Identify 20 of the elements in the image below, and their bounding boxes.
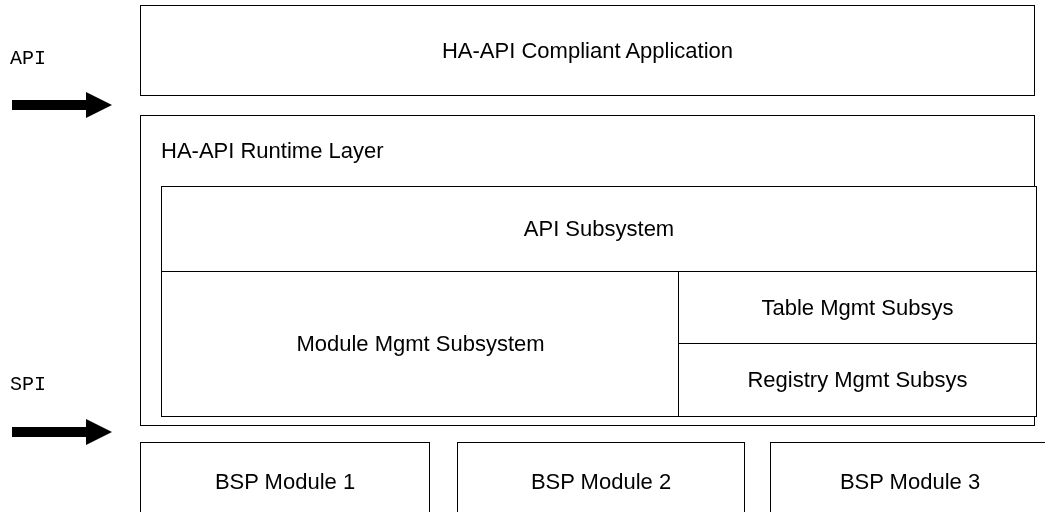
layer-box [770, 442, 1045, 512]
box-label: Registry Mgmt Subsys [747, 367, 968, 393]
box-label: HA-API Compliant Application [442, 37, 733, 64]
layer-box [678, 271, 1037, 345]
box-label: BSP Module 2 [530, 469, 672, 495]
layer-box [161, 271, 680, 417]
box-label: Module Mgmt Subsystem [296, 331, 545, 357]
box-label: API Subsystem [523, 216, 675, 242]
layer-box [140, 5, 1035, 96]
box-label: BSP Module 1 [214, 469, 356, 495]
layer-title: HA-API Runtime Layer [161, 138, 384, 164]
box-label: Table Mgmt Subsys [761, 295, 954, 321]
layer-container [140, 115, 1035, 426]
interface-label: API [10, 47, 46, 70]
box-label: BSP Module 3 [839, 469, 981, 495]
layer-box [678, 343, 1037, 417]
layer-box [161, 186, 1037, 272]
layer-box [457, 442, 745, 512]
interface-label: SPI [10, 373, 46, 396]
layer-box [140, 442, 430, 512]
